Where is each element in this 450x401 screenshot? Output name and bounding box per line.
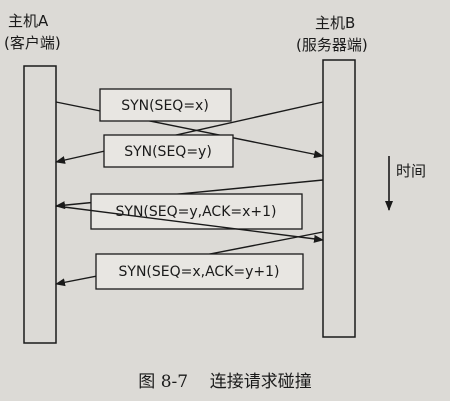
message-1-box: [99, 88, 232, 122]
figure-caption: 图 8-7 连接请求碰撞: [138, 372, 311, 392]
host-a-name: 主机A: [8, 12, 49, 30]
message-3: SYN(SEQ=y,ACK=x+1): [55, 179, 324, 230]
host-b-role: (服务器端): [296, 36, 368, 54]
message-5-box: [95, 253, 304, 290]
message-4: [55, 205, 324, 243]
message-5: SYN(SEQ=x,ACK=y+1): [55, 231, 324, 290]
message-2: SYN(SEQ=y): [55, 101, 324, 168]
message-5-label: SYN(SEQ=x,ACK=y+1): [119, 264, 280, 280]
message-3-label: SYN(SEQ=y,ACK=x+1): [116, 204, 277, 220]
message-4-arrow: [55, 205, 324, 243]
message-3-box: [90, 193, 303, 230]
message-1-label: SYN(SEQ=x): [121, 98, 209, 114]
host-a-timeline: [23, 65, 57, 344]
message-2-arrow: [55, 101, 324, 164]
message-2-label: SYN(SEQ=y): [124, 144, 212, 160]
time-label: 时间: [396, 162, 427, 180]
host-a-role: (客户端): [4, 34, 61, 52]
message-1: SYN(SEQ=x): [55, 88, 324, 159]
message-2-box: [103, 134, 234, 168]
host-b-timeline: [322, 59, 356, 338]
host-b-name: 主机B: [315, 14, 356, 32]
